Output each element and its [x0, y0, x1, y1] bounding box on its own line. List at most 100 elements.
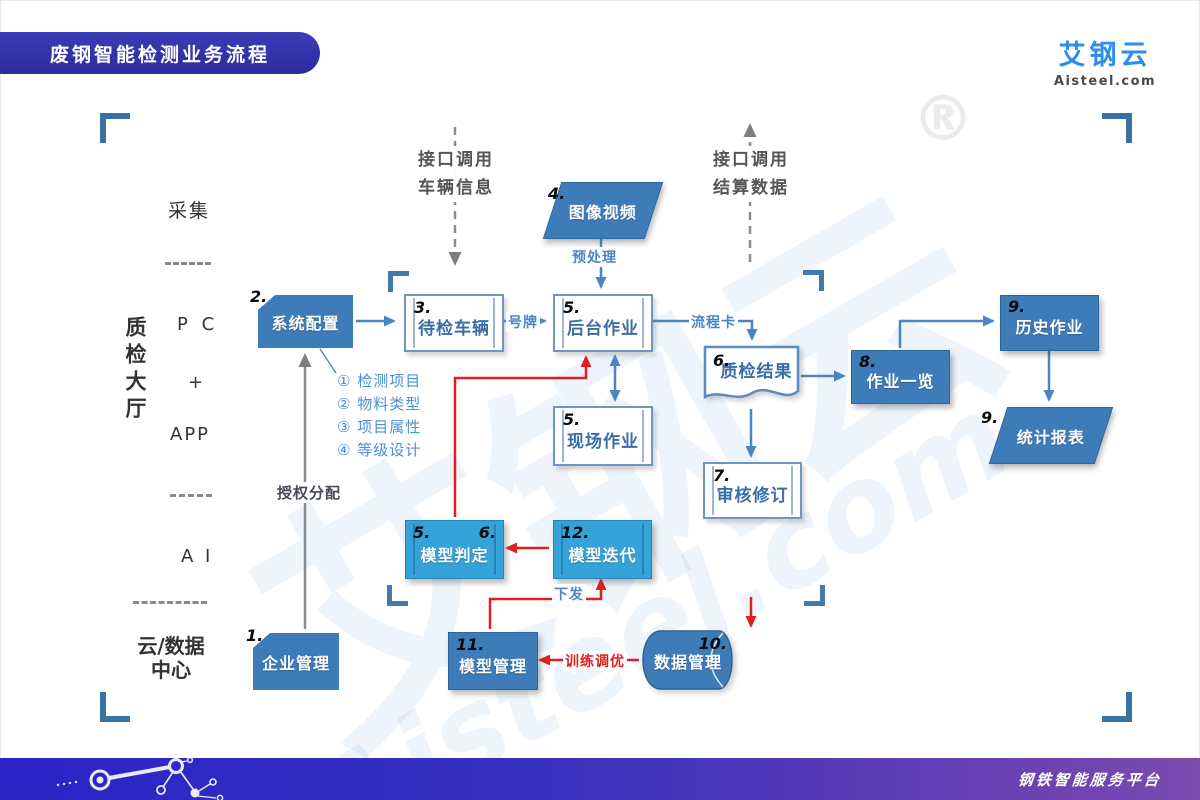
registered-mark-watermark: ® — [912, 82, 974, 155]
node-backend-job: 5. 后台作业 — [553, 294, 653, 352]
annotation-line2: 车辆信息 — [418, 178, 494, 198]
corner-bracket-bottom-left — [100, 692, 130, 722]
node-label: 现场作业 — [567, 431, 639, 452]
process-sideline — [413, 298, 415, 348]
node-number-vehicle: 3. — [414, 298, 432, 317]
node-label: 后台作业 — [567, 318, 639, 339]
lane-label-cloud-line1: 云/数据 — [137, 634, 205, 658]
node-number-modelmgmt: 11. — [456, 635, 485, 654]
inner-bracket-bottom-left — [387, 585, 408, 606]
edge-label-preprocess: 预处理 — [570, 247, 619, 267]
node-onsite-job: 5. 现场作业 — [553, 406, 653, 466]
node-label: 审核修订 — [716, 486, 789, 506]
node-number-enterprise: 1. — [246, 626, 264, 645]
node-history-job: 9. 历史作业 — [1000, 295, 1099, 351]
node-review-revise: 7. 审核修订 — [703, 462, 802, 519]
lane-label-plus: + — [188, 372, 204, 393]
process-sideline — [642, 524, 644, 575]
node-number-qcresult: 6. — [713, 351, 731, 370]
node-qc-result: 6. 质检结果 — [703, 345, 800, 409]
process-sideline — [791, 466, 793, 515]
node-label: 统计报表 — [1016, 427, 1085, 447]
config-item: ② 物料类型 — [337, 395, 422, 413]
node-label: 历史作业 — [1015, 318, 1084, 337]
brand-logo-domain: Aisteel.com — [1053, 74, 1157, 89]
process-sideline — [493, 298, 495, 348]
config-item: ① 检测项目 — [337, 372, 422, 390]
corner-bracket-top-right — [1102, 113, 1132, 143]
inner-bracket-top-right — [803, 270, 824, 291]
node-model-judge: 5. 6. 模型判定 — [405, 520, 504, 579]
node-label: 系统配置 — [271, 313, 340, 333]
process-sideline — [642, 410, 644, 462]
node-label: 作业一览 — [866, 372, 935, 391]
edge-label-authorize: 授权分配 — [275, 482, 344, 503]
lane-label-cloud-center: 云/数据 中心 — [126, 634, 216, 682]
brand-logo-text: 艾钢云 — [1058, 40, 1152, 71]
annotation-line2: 结算数据 — [713, 178, 789, 198]
node-system-config: 系统配置 — [258, 295, 353, 348]
footer-slogan: 钢铁智能服务平台 — [1016, 771, 1163, 789]
process-sideline — [494, 524, 496, 575]
edge-label-plate: 号牌 — [506, 312, 540, 332]
watermark-brand: 艾钢云 — [214, 142, 1048, 800]
edge-label-deploy: 下发 — [552, 584, 586, 604]
corner-bracket-bottom-right — [1102, 692, 1132, 722]
node-model-management: 11. 模型管理 — [448, 632, 538, 690]
process-sideline — [413, 524, 415, 575]
node-label: 模型管理 — [458, 657, 527, 676]
node-label: 模型判定 — [420, 545, 489, 565]
lane-divider-3 — [133, 601, 207, 604]
node-number-onsite: 5. — [563, 410, 581, 429]
edge-label-flowcard: 流程卡 — [689, 312, 738, 332]
node-label: 企业管理 — [261, 653, 330, 673]
process-sideline — [561, 524, 563, 575]
lane-label-cloud-line2: 中心 — [151, 658, 191, 682]
node-number-sysconfig: 2. — [250, 287, 268, 306]
node-number-report: 9. — [981, 408, 999, 427]
lane-label-collect: 采集 — [168, 200, 211, 222]
config-item: ③ 项目属性 — [337, 418, 422, 436]
process-sideline — [642, 298, 644, 348]
lane-label-ai: A I — [181, 546, 214, 567]
lane-label-pc: P C — [177, 314, 219, 335]
node-label: 模型迭代 — [568, 545, 637, 565]
lane-divider-2 — [170, 494, 212, 497]
node-statistics-report: 统计报表 — [988, 407, 1114, 464]
annotation-line1: 接口调用 — [418, 150, 494, 170]
brand-logo: 艾钢云 Aisteel.com — [1040, 33, 1170, 89]
network-graphic — [56, 758, 224, 800]
page-title: 废钢智能检测业务流程 — [0, 32, 320, 74]
node-label: 质检结果 — [720, 362, 793, 382]
connector-joblist-to-history — [898, 315, 995, 348]
node-number-modeliter: 12. — [561, 523, 590, 542]
node-enterprise-management: 企业管理 — [253, 633, 339, 690]
node-number-datamgmt: 10. — [698, 634, 727, 653]
node-data-management: 10. 数据管理 — [641, 630, 735, 690]
node-number-review: 7. — [713, 466, 731, 485]
node-label: 待检车辆 — [418, 318, 490, 339]
process-sideline — [562, 298, 564, 348]
node-label: 图像视频 — [568, 202, 637, 222]
lane-label-hall: 质检大厅 — [123, 316, 147, 424]
inner-bracket-bottom-right — [804, 585, 825, 606]
document-shape — [703, 345, 800, 400]
annotation-line1: 接口调用 — [713, 150, 789, 170]
config-item-list: ① 检测项目 ② 物料类型 ③ 项目属性 ④ 等级设计 — [337, 370, 421, 462]
edge-label-traintune: 训练调优 — [563, 651, 627, 671]
footer-bar: 钢铁智能服务平台 — [0, 758, 1200, 800]
lane-divider-1 — [165, 262, 211, 265]
node-vehicle-waiting: 3. 待检车辆 — [404, 294, 504, 352]
node-number-backend: 5. — [563, 298, 581, 317]
process-sideline — [712, 466, 714, 515]
node-number-history: 9. — [1008, 297, 1026, 316]
corner-bracket-top-left — [100, 113, 130, 143]
cylinder-shape — [642, 630, 733, 690]
node-label: 数据管理 — [653, 653, 722, 672]
inner-bracket-top-left — [388, 271, 409, 292]
node-number-joblist: 8. — [859, 352, 877, 371]
leader-line-config-list — [319, 348, 337, 374]
annotation-api-settlement: 接口调用 结算数据 — [708, 146, 794, 202]
lane-label-app: APP — [170, 424, 211, 445]
